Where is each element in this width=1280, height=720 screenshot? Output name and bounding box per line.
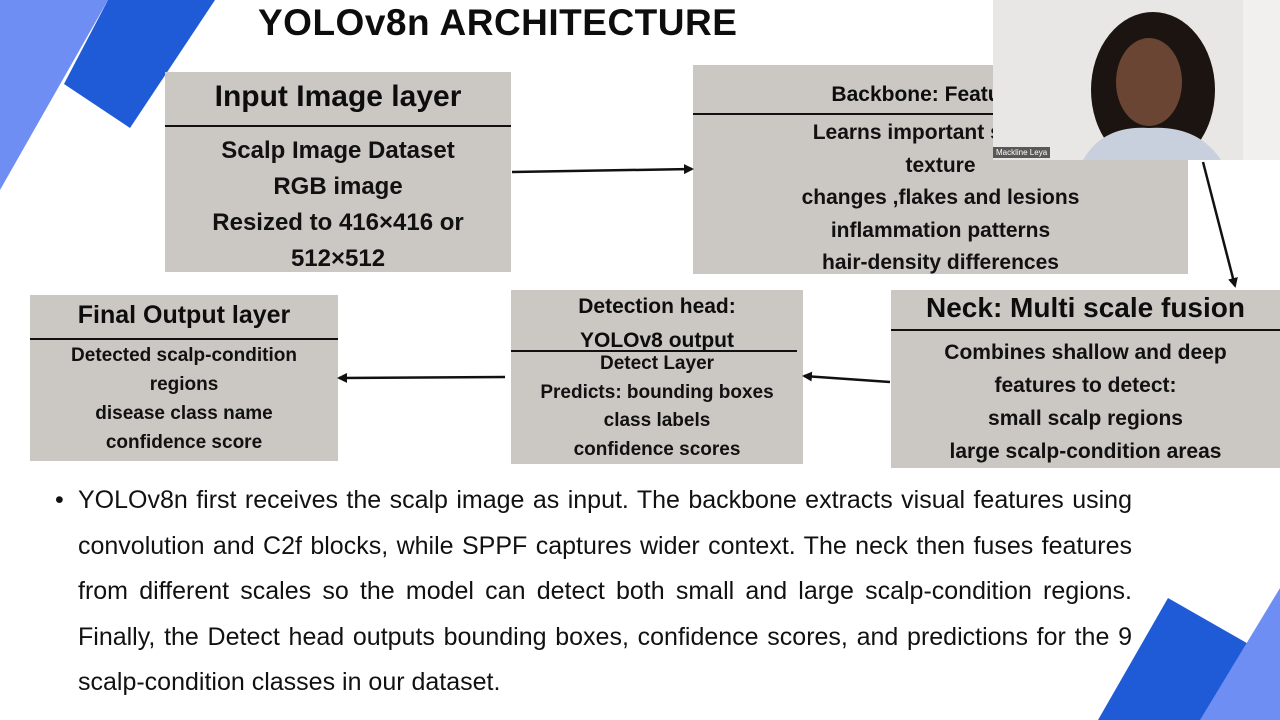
input-box-line: RGB image <box>273 173 403 200</box>
neck-box: Neck: Multi scale fusion Combines shallo… <box>891 290 1280 468</box>
shirt-shape <box>1083 127 1221 160</box>
output-box-line: regions <box>149 374 219 395</box>
output-box-divider <box>30 338 338 340</box>
input-box-line: 512×512 <box>290 245 386 272</box>
input-box-lines: Scalp Image Dataset RGB image Resized to… <box>165 133 511 277</box>
detect-box-lines: Detect Layer Predicts: bounding boxes cl… <box>511 350 803 464</box>
neck-box-line: small scalp regions <box>988 407 1183 430</box>
neck-box-line: large scalp-condition areas <box>949 440 1222 463</box>
participant-name-label: Mackline Leya <box>993 147 1051 158</box>
arrow-backbone-to-neck <box>1201 161 1238 288</box>
input-box-divider <box>165 125 511 127</box>
neck-box-line: Combines shallow and deep <box>944 341 1227 364</box>
detect-box-heading-line: YOLOv8 output <box>580 329 734 352</box>
participant-video-image <box>993 0 1280 160</box>
final-output-layer-box: Final Output layer Detected scalp-condit… <box>30 295 338 461</box>
detect-box-line: Predicts: bounding boxes <box>540 381 774 403</box>
backbone-box-divider <box>693 113 1188 115</box>
input-box-line: Scalp Image Dataset <box>221 137 455 164</box>
slide-title: YOLOv8n ARCHITECTURE <box>258 2 738 43</box>
backbone-box-line: inflammation patterns <box>830 218 1051 242</box>
input-image-layer-box: Input Image layer Scalp Image Dataset RG… <box>165 72 511 272</box>
arrow-input-to-backbone <box>511 164 694 175</box>
bottom-right-light-shape <box>1200 588 1280 720</box>
detect-box-heading-line: Detection head: <box>578 295 736 318</box>
backbone-box-line: texture <box>905 153 976 177</box>
arrow-detect-to-output <box>337 372 506 383</box>
arrow-neck-to-detect <box>802 371 891 384</box>
output-box-lines: Detected scalp-condition regions disease… <box>30 341 338 457</box>
detect-box-line: class labels <box>603 410 711 431</box>
neck-box-lines: Combines shallow and deep features to de… <box>891 336 1280 468</box>
description-paragraph: YOLOv8n first receives the scalp image a… <box>78 486 1132 696</box>
detect-box-line: Detect Layer <box>599 353 715 374</box>
detect-box-divider <box>511 350 797 352</box>
neck-box-divider <box>891 329 1280 331</box>
top-left-light-shape <box>0 0 108 190</box>
backbone-box-line: changes ,flakes and lesions <box>801 186 1080 209</box>
input-box-line: Resized to 416×416 or <box>212 209 464 236</box>
backbone-box-line: hair-density differences <box>822 251 1059 274</box>
output-box-line: disease class name <box>95 403 273 424</box>
bullet-marker: • <box>55 486 64 514</box>
output-box-heading: Final Output layer <box>77 301 291 329</box>
top-left-dark-shape <box>64 0 215 128</box>
neck-box-line: features to detect: <box>994 374 1177 397</box>
output-box-line: confidence score <box>105 432 263 453</box>
neck-box-heading: Neck: Multi scale fusion <box>926 292 1245 323</box>
input-box-heading: Input Image layer <box>214 80 462 113</box>
webcam-video-tile[interactable]: Mackline Leya <box>993 0 1280 160</box>
backbone-box-heading: Backbone: Feature e <box>831 83 1038 106</box>
face-shape <box>1116 38 1182 126</box>
output-box-line: Detected scalp-condition <box>71 345 297 366</box>
detect-box-line: confidence scores <box>573 438 741 460</box>
detect-box-heading: Detection head: YOLOv8 output <box>511 290 803 358</box>
detection-head-box: Detection head: YOLOv8 output Detect Lay… <box>511 290 803 464</box>
